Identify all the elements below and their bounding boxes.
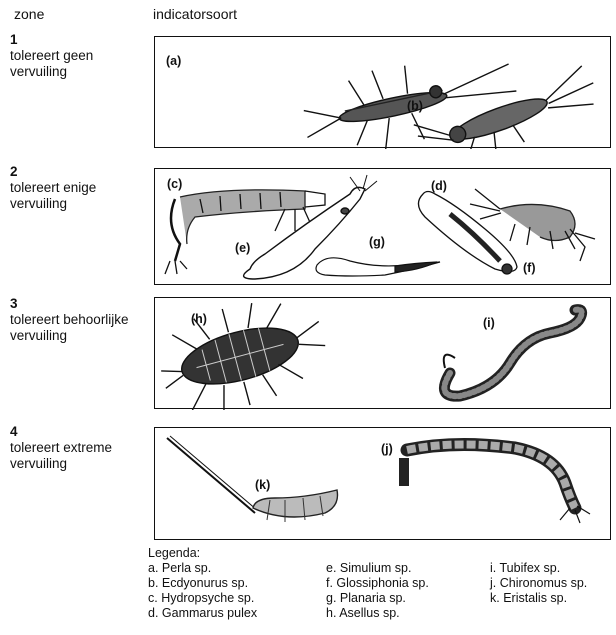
zone-4-line2: vervuiling — [10, 456, 67, 471]
zone-3-label: 3 tolereert behoorlijke vervuiling — [10, 296, 129, 344]
zone-1-panel: (a) (b) — [154, 36, 611, 148]
planaria-illustration — [316, 258, 440, 276]
zone-4-line1: tolereert extreme — [10, 440, 112, 455]
legend-item: d. Gammarus pulex — [148, 606, 328, 621]
legend-item: a. Perla sp. — [148, 561, 328, 576]
legend-column-2: e. Simulium sp. f. Glossiphonia sp. g. P… — [326, 561, 506, 621]
legend-title: Legenda: — [148, 546, 200, 561]
zone-2-label: 2 tolereert enige vervuiling — [10, 164, 96, 212]
tag-k: (k) — [255, 478, 270, 492]
tag-g: (g) — [369, 235, 385, 249]
zone-2-number: 2 — [10, 164, 96, 180]
legend-item: k. Eristalis sp. — [490, 591, 616, 606]
zone-1-line1: tolereert geen — [10, 48, 93, 63]
tag-j: (j) — [381, 442, 393, 456]
zone-2-line2: vervuiling — [10, 196, 67, 211]
legend-item: i. Tubifex sp. — [490, 561, 616, 576]
asellus-illustration — [155, 298, 335, 410]
zone-3-line1: tolereert behoorlijke — [10, 312, 129, 327]
tag-b: (b) — [407, 99, 423, 113]
zone-1-illustrations — [155, 37, 612, 149]
zone-3-panel: (h) (i) — [154, 297, 611, 409]
zone-1-number: 1 — [10, 32, 93, 48]
eristalis-illustration — [167, 436, 338, 522]
legend-column-3: i. Tubifex sp. j. Chironomus sp. k. Eris… — [490, 561, 616, 606]
legend-item: b. Ecdyonurus sp. — [148, 576, 328, 591]
legend-item: g. Planaria sp. — [326, 591, 506, 606]
zone-3-illustrations — [155, 298, 612, 410]
indicator-header: indicatorsoort — [153, 6, 237, 22]
zone-header: zone — [14, 6, 44, 22]
zone-4-number: 4 — [10, 424, 112, 440]
legend-item: e. Simulium sp. — [326, 561, 506, 576]
zone-1-label: 1 tolereert geen vervuiling — [10, 32, 93, 80]
zone-3-number: 3 — [10, 296, 129, 312]
legend-item: h. Asellus sp. — [326, 606, 506, 621]
tag-c: (c) — [167, 177, 182, 191]
zone-3-line2: vervuiling — [10, 328, 67, 343]
zone-4-panel: (k) (j) — [154, 427, 611, 540]
zone-2-illustrations — [155, 169, 612, 286]
zone-1-line2: vervuiling — [10, 64, 67, 79]
legend: Legenda: a. Perla sp. b. Ecdyonurus sp. … — [148, 546, 200, 561]
legend-item: j. Chironomus sp. — [490, 576, 616, 591]
tag-d: (d) — [431, 179, 447, 193]
zone-2-line1: tolereert enige — [10, 180, 96, 195]
ecdyonurus-illustration — [414, 62, 604, 149]
tag-e: (e) — [235, 241, 250, 255]
tag-f: (f) — [523, 261, 536, 275]
tag-a: (a) — [166, 54, 181, 68]
legend-item: f. Glossiphonia sp. — [326, 576, 506, 591]
tag-i: (i) — [483, 316, 495, 330]
zone-4-label: 4 tolereert extreme vervuiling — [10, 424, 112, 472]
zone-2-panel: (c) (d) (e) (g) (f) — [154, 168, 611, 285]
chironomus-illustration — [399, 444, 590, 523]
tubifex-illustration — [444, 310, 582, 396]
legend-column-1: a. Perla sp. b. Ecdyonurus sp. c. Hydrop… — [148, 561, 328, 621]
legend-item: c. Hydropsyche sp. — [148, 591, 328, 606]
tag-h: (h) — [191, 312, 207, 326]
